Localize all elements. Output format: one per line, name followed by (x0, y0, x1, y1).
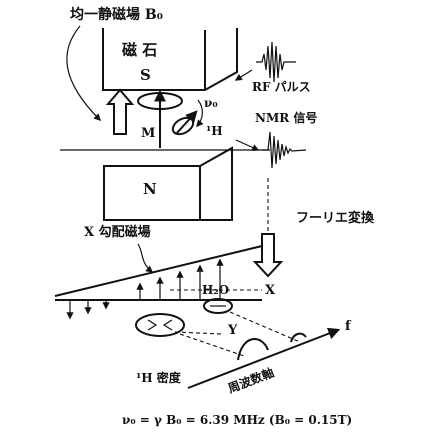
gradient-wedge (54, 245, 263, 320)
y-axis-line (174, 331, 223, 335)
projection-line-1 (229, 311, 301, 343)
spectrum-peak-2 (290, 332, 307, 343)
nmr-signal-label: NMR 信号 (255, 110, 317, 125)
gradient-label: X 勾配磁場 (84, 224, 151, 240)
magnet-south (102, 28, 238, 91)
nmr-signal-arrow (235, 139, 260, 151)
nu0-label: ν₀ (204, 96, 218, 110)
rf-pulse-arrow (234, 69, 253, 81)
spectrum-peak-1 (237, 338, 269, 361)
fourier-arrow (252, 233, 284, 278)
rf-pulse-label: RF パルス (252, 80, 311, 94)
rf-pulse-waveform (256, 41, 296, 83)
field-pointer-arrow (66, 25, 102, 122)
magnetization-label: M (141, 126, 155, 141)
density-label: ¹H 密度 (136, 370, 182, 385)
fourier-label: フーリエ変換 (296, 210, 375, 226)
water-sample (203, 298, 233, 314)
field-label: 均一静磁場 B₀ (70, 6, 163, 23)
proton-label: ¹H (206, 124, 223, 138)
density-sample (135, 313, 185, 337)
frequency-axis-line (187, 327, 341, 389)
equation: ν₀ = γ B₀ = 6.39 MHz (B₀ = 0.15T) (122, 413, 352, 427)
magnet-label: 磁 石 (122, 41, 157, 59)
nmr-signal-waveform (262, 131, 307, 169)
south-pole-label: S (140, 66, 151, 84)
projection-line-2 (179, 333, 245, 357)
b0-direction-arrow (105, 88, 135, 135)
north-pole-label: N (143, 180, 157, 198)
frequency-axis-label: 周波数軸 (226, 365, 276, 396)
y-axis-label: Y (227, 323, 238, 338)
spin-precession (137, 89, 204, 148)
gradient-pointer (137, 243, 154, 273)
magnet-north (60, 146, 270, 221)
f-axis-label: f (345, 319, 352, 334)
x-axis-label: X (265, 283, 276, 298)
